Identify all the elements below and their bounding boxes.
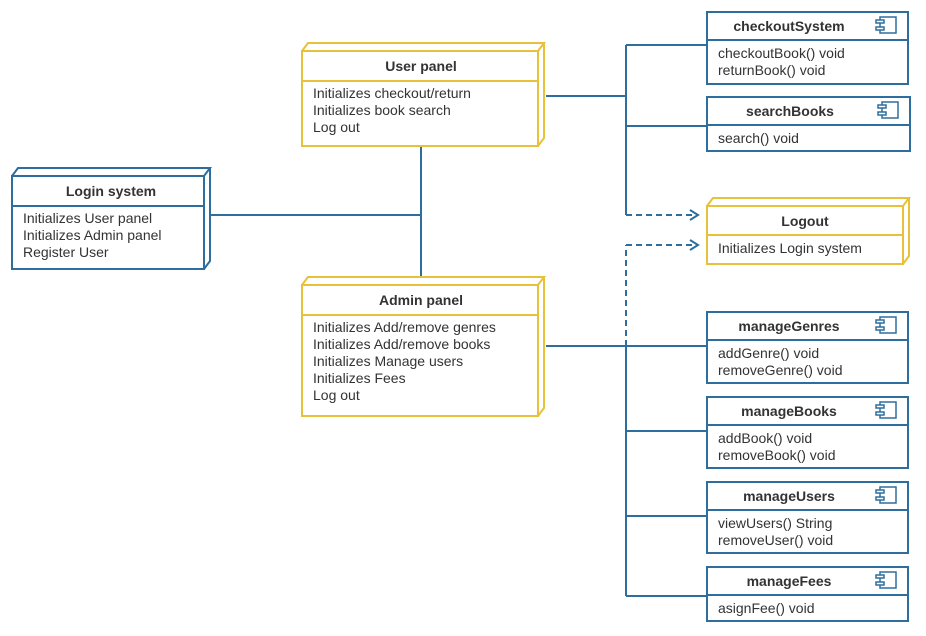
component-icon (877, 101, 899, 119)
component-icon (875, 316, 897, 334)
component-icon (875, 571, 897, 589)
arrowhead-logout-bottom (689, 239, 700, 251)
admin-panel-line: Initializes Fees (313, 370, 406, 386)
login-system-line: Register User (23, 244, 109, 260)
manage-books-title: manageBooks (741, 403, 837, 419)
manage-users-title: manageUsers (743, 488, 835, 504)
logout-title: Logout (781, 213, 829, 229)
admin-panel-line: Initializes Manage users (313, 353, 463, 369)
login-system-line: Initializes User panel (23, 210, 152, 226)
manage-genres-line: addGenre() void (718, 345, 819, 361)
node-body (301, 284, 539, 417)
node-3d-side (902, 198, 910, 265)
node-3d-side (203, 168, 211, 270)
node-3d-top (11, 167, 212, 177)
node-admin-panel (301, 276, 546, 417)
manage-books-line: addBook() void (718, 430, 812, 446)
node-body (301, 50, 539, 147)
search-books-line: search() void (718, 130, 799, 146)
connectors (210, 44, 706, 597)
user-panel-title: User panel (385, 58, 457, 74)
login-system-line: Initializes Admin panel (23, 227, 162, 243)
component-manage-books (706, 396, 909, 469)
manage-users-line: viewUsers() String (718, 515, 832, 531)
node-body (11, 175, 205, 270)
node-3d-side (537, 43, 545, 147)
admin-panel-line: Initializes Add/remove genres (313, 319, 496, 335)
manage-genres-line: removeGenre() void (718, 362, 843, 378)
checkout-system-line: returnBook() void (718, 62, 825, 78)
admin-panel-line: Log out (313, 387, 360, 403)
login-system-title: Login system (66, 183, 156, 199)
node-3d-top (301, 42, 546, 52)
user-panel-line: Log out (313, 119, 360, 135)
component-body (706, 311, 909, 384)
manage-books-line: removeBook() void (718, 447, 836, 463)
node-user-panel (301, 42, 546, 147)
component-manage-users (706, 481, 909, 554)
admin-panel-line: Initializes Add/remove books (313, 336, 490, 352)
checkout-system-line: checkoutBook() void (718, 45, 845, 61)
component-checkout-system (706, 11, 909, 85)
component-search-books (706, 96, 911, 152)
checkout-system-title: checkoutSystem (733, 18, 844, 34)
user-panel-line: Initializes checkout/return (313, 85, 471, 101)
component-manage-fees (706, 566, 909, 622)
manage-genres-title: manageGenres (738, 318, 839, 334)
node-3d-top (706, 197, 911, 207)
admin-panel-title: Admin panel (379, 292, 463, 308)
search-books-title: searchBooks (746, 103, 834, 119)
logout-line: Initializes Login system (718, 240, 862, 256)
manage-fees-line: asignFee() void (718, 600, 815, 616)
component-icon (875, 486, 897, 504)
manage-users-line: removeUser() void (718, 532, 833, 548)
node-logout (706, 197, 911, 265)
node-login-system (11, 167, 212, 270)
component-icon (875, 16, 897, 34)
user-panel-line: Initializes book search (313, 102, 451, 118)
component-icon (875, 401, 897, 419)
component-body (706, 481, 909, 554)
arrowhead-logout-top (689, 209, 700, 221)
component-body (706, 396, 909, 469)
node-3d-top (301, 276, 546, 286)
component-body (706, 11, 909, 85)
manage-fees-title: manageFees (747, 573, 832, 589)
component-manage-genres (706, 311, 909, 384)
node-3d-side (537, 277, 545, 417)
